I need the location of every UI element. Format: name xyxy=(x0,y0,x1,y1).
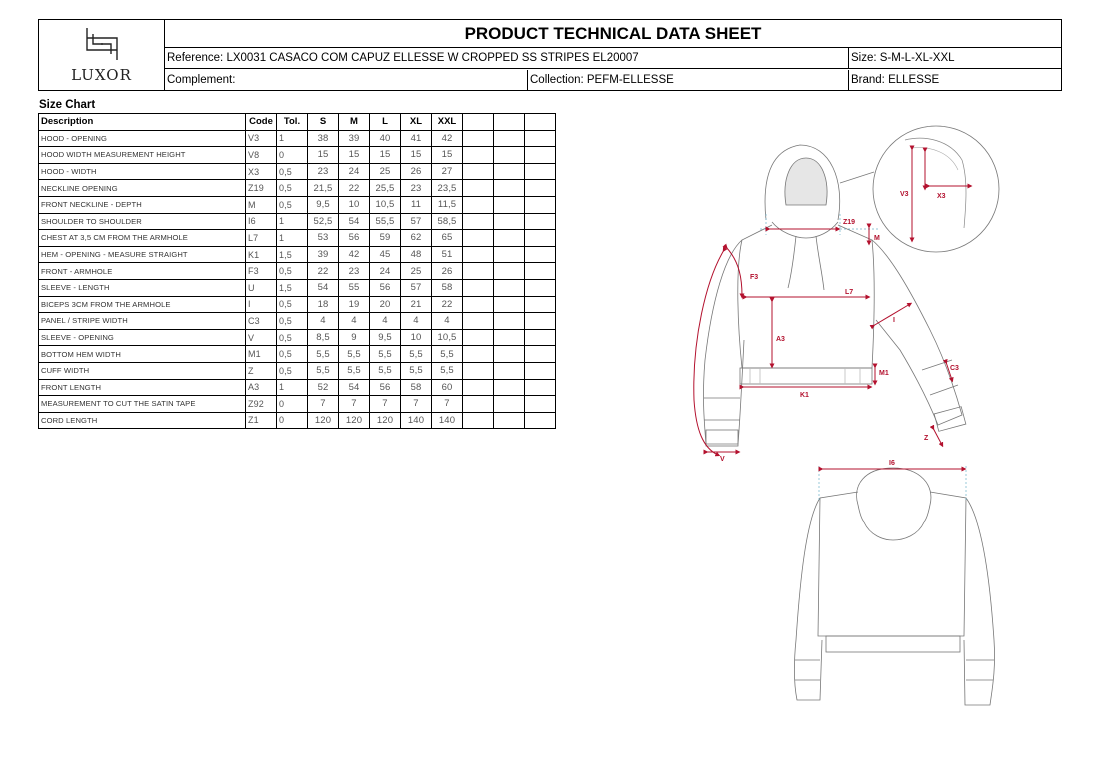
brand-field: Brand: ELLESSE xyxy=(848,70,1062,91)
back-view-sketch xyxy=(794,467,995,706)
front-labels: Z19 M F3 L7 A3 I M1 C3 K1 Z V xyxy=(720,219,959,463)
logo-wordmark: LUXOR xyxy=(71,66,132,84)
label-i: I xyxy=(893,317,895,324)
label-v: V xyxy=(720,456,725,463)
label-c3: C3 xyxy=(950,365,959,372)
size-field: Size: S-M-L-XL-XXL xyxy=(848,48,1062,69)
label-m1: M1 xyxy=(879,370,889,377)
label-x3: X3 xyxy=(937,193,946,200)
complement-field: Complement: xyxy=(167,74,236,86)
measure-z xyxy=(929,424,944,448)
row-size-value: 120 xyxy=(307,411,339,430)
page-title: PRODUCT TECHNICAL DATA SHEET xyxy=(165,20,1061,48)
brand-logo: LUXOR xyxy=(39,20,165,91)
data-sheet-header: LUXOR PRODUCT TECHNICAL DATA SHEET Refer… xyxy=(38,19,1062,91)
label-f3: F3 xyxy=(750,274,758,281)
empty-cell xyxy=(524,411,556,430)
guide-lines xyxy=(760,214,880,235)
back-guide-lines xyxy=(818,466,967,502)
collection-field: Collection: PEFM-ELLESSE xyxy=(527,70,848,91)
reference-field: Reference: LX0031 CASACO COM CAPUZ ELLES… xyxy=(167,52,639,64)
label-m: M xyxy=(874,235,880,242)
label-z: Z xyxy=(924,435,929,442)
luxor-logo-icon xyxy=(86,28,118,60)
size-chart-title: Size Chart xyxy=(39,99,96,111)
label-k1: K1 xyxy=(800,392,809,399)
label-i6: I6 xyxy=(889,460,895,467)
measure-c3 xyxy=(942,358,954,383)
label-a3: A3 xyxy=(776,336,785,343)
label-v3: V3 xyxy=(900,191,909,198)
measure-u xyxy=(693,246,728,457)
label-z19: Z19 xyxy=(843,219,855,226)
measure-f3 xyxy=(722,243,745,299)
measure-i xyxy=(869,302,913,330)
hood-detail-callout: V3 X3 xyxy=(839,125,1000,253)
label-l7: L7 xyxy=(845,289,853,296)
front-measurement-lines xyxy=(693,223,954,457)
